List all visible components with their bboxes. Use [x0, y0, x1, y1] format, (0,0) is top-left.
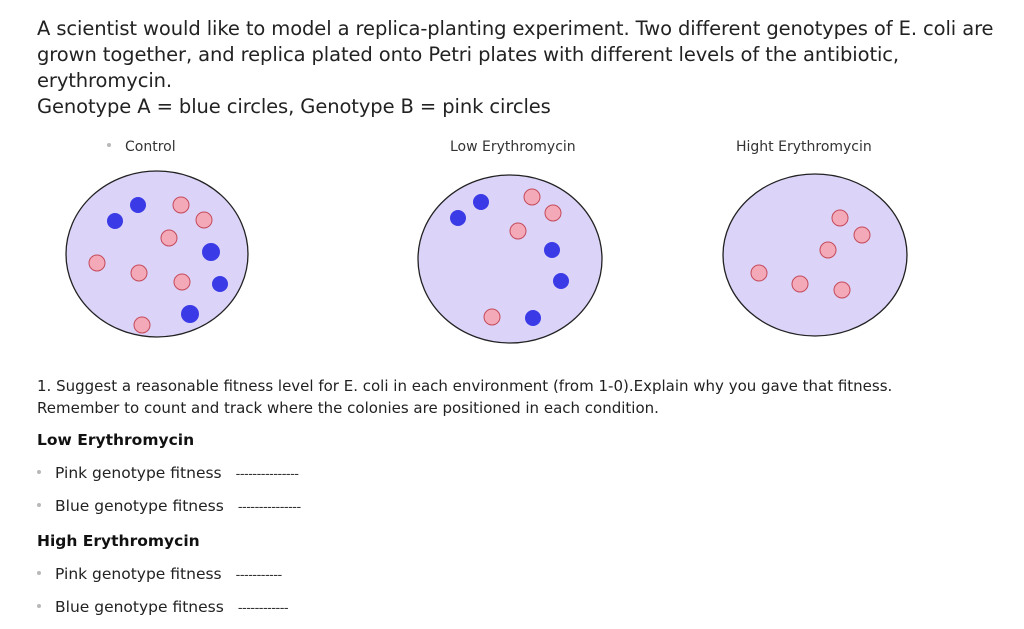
pink-colony — [523, 188, 541, 206]
blue-colony — [212, 276, 228, 292]
answer-blank: --------------- — [237, 500, 301, 515]
section-title-high: High Erythromycin — [37, 532, 200, 550]
fitness-row-low-blue: Blue genotype fitness--------------- — [37, 497, 301, 515]
petri-plate-high — [722, 173, 908, 337]
plate-label-high: Hight Erythromycin — [736, 139, 872, 155]
answer-blank: --------------- — [235, 467, 299, 482]
blue-colony — [525, 310, 541, 326]
bullet-icon — [37, 570, 41, 575]
blue-colony — [202, 243, 220, 261]
blue-colony — [181, 305, 199, 323]
bullet-icon — [107, 143, 111, 147]
pink-colony — [88, 254, 106, 272]
blue-colony — [473, 194, 489, 210]
pink-colony — [483, 308, 501, 326]
pink-colony — [173, 273, 191, 291]
pink-colony — [130, 264, 148, 282]
fitness-row-high-blue: Blue genotype fitness------------ — [37, 598, 289, 616]
plate-label-control: Control — [107, 139, 176, 155]
question-text: 1. Suggest a reasonable fitness level fo… — [37, 377, 893, 417]
fitness-row-low-pink: Pink genotype fitness--------------- — [37, 464, 299, 482]
answer-blank: ----------- — [235, 568, 283, 583]
blue-colony — [544, 242, 560, 258]
section-title-low: Low Erythromycin — [37, 431, 195, 449]
blue-colony — [553, 273, 569, 289]
intro-text: A scientist would like to model a replic… — [37, 16, 997, 120]
pink-colony — [853, 226, 871, 244]
genotype-legend: Genotype A = blue circles, Genotype B = … — [37, 95, 551, 118]
pink-colony — [833, 281, 851, 299]
pink-colony — [819, 241, 837, 259]
plate-label-low: Low Erythromycin — [450, 139, 576, 155]
blue-colony — [107, 213, 123, 229]
pink-colony — [750, 264, 768, 282]
pink-colony — [133, 316, 151, 334]
blue-colony — [450, 210, 466, 226]
pink-colony — [195, 211, 213, 229]
intro-paragraph: A scientist would like to model a replic… — [37, 17, 994, 92]
blue-colony — [130, 197, 146, 213]
answer-blank: ------------ — [237, 601, 289, 616]
petri-plate-low — [417, 174, 603, 344]
pink-colony — [791, 275, 809, 293]
pink-colony — [509, 222, 527, 240]
pink-colony — [831, 209, 849, 227]
bullet-icon — [37, 469, 41, 474]
pink-colony — [544, 204, 562, 222]
fitness-row-high-pink: Pink genotype fitness----------- — [37, 565, 282, 583]
petri-plates — [65, 170, 908, 344]
bullet-icon — [37, 603, 41, 608]
petri-plate-control — [65, 170, 249, 338]
pink-colony — [172, 196, 190, 214]
pink-colony — [160, 229, 178, 247]
bullet-icon — [37, 502, 41, 507]
